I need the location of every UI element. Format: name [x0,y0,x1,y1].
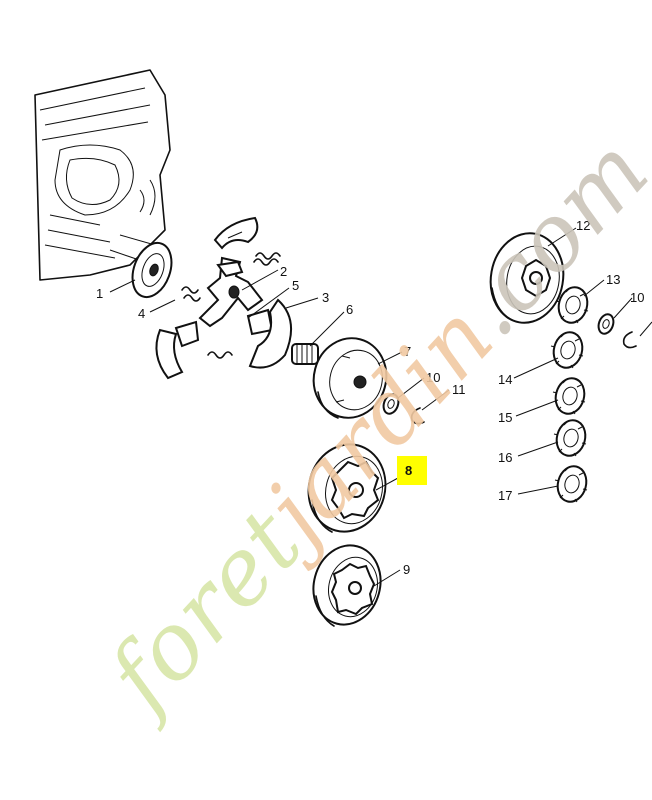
callout-9: 9 [403,562,410,577]
callout-11: 11 [452,382,466,397]
callout-7: 7 [404,344,411,359]
part-17-sprocket-ring [554,465,588,503]
callout-17: 17 [498,488,512,503]
spring-left [181,286,201,302]
part-16-sprocket-ring [553,419,587,457]
part-4-clutch-shoe [155,320,200,380]
callout-10-right: 10 [630,290,644,305]
callout-6: 6 [346,302,353,317]
part-11-circlip [410,407,425,425]
callout-5: 5 [292,278,299,293]
spring-lower [207,351,233,359]
part-13-sprocket-ring [555,286,589,324]
part-9-sprocket-drum [312,544,382,627]
clutch-shoe-top [213,216,259,250]
leader-lines [109,227,652,587]
callout-12: 12 [576,218,590,233]
part-5-clutch-shoe [246,298,293,369]
part-15-sprocket-ring [552,377,586,415]
callout-13: 13 [606,272,620,287]
circlip-right [622,331,637,349]
part-6-needle-bearing [291,343,319,365]
callout-2: 2 [280,264,287,279]
callout-1: 1 [96,286,103,301]
callout-10: 10 [426,370,440,385]
part-1-washer [131,241,173,299]
part-8-sprocket-drum [307,443,387,533]
callout-14: 14 [498,372,512,387]
callout-15: 15 [498,410,512,425]
callout-3: 3 [322,290,329,305]
callout-8: 8 [405,463,412,478]
callout-8-highlight [397,456,427,485]
callout-4: 4 [138,306,145,321]
part-2-clutch-hub [198,256,264,328]
part-10-washer [382,393,400,415]
part-14-sprocket-ring [550,331,584,369]
engine-housing [34,69,171,281]
part-7-clutch-drum [312,337,388,419]
spring-upper [253,252,281,266]
callout-16: 16 [498,450,512,465]
part-12-sprocket-drum [489,232,565,324]
part-10-washer-right [597,313,615,335]
